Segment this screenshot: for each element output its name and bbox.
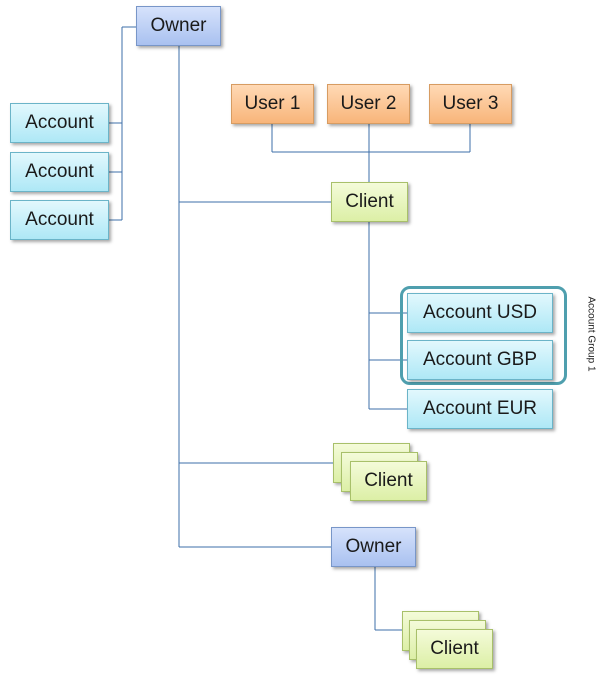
user-node-3: User 3	[429, 84, 512, 124]
owner-node-top: Owner	[136, 6, 221, 46]
client-node-main: Client	[331, 182, 408, 222]
account-group-label: Account Group 1	[585, 296, 597, 372]
user-node-1: User 1	[231, 84, 314, 124]
user-node-2: User 2	[327, 84, 410, 124]
account-node-left-3: Account	[10, 200, 109, 240]
account-node-left-1: Account	[10, 103, 109, 143]
account-node-left-2: Account	[10, 152, 109, 192]
client-stack-bottom-front: Client	[416, 629, 493, 669]
account-group-frame	[400, 286, 567, 385]
account-node-gbp: Account GBP	[407, 340, 553, 380]
account-node-usd: Account USD	[407, 293, 553, 333]
client-stack-mid-front: Client	[350, 461, 427, 501]
owner-node-bottom: Owner	[331, 527, 416, 567]
account-node-eur: Account EUR	[407, 389, 553, 429]
